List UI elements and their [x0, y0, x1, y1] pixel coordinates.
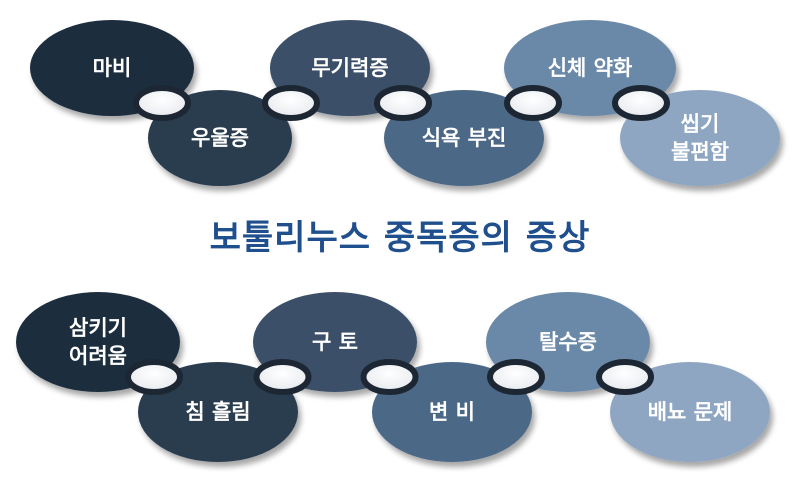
symptom-node-2-6	[610, 362, 770, 462]
connector-ring	[133, 85, 191, 121]
symptom-label: 변 비	[429, 400, 475, 424]
symptom-label: 마비	[93, 56, 132, 80]
symptom-label: 무기력증	[311, 56, 388, 80]
connector-ring	[360, 359, 419, 395]
connector-ring	[596, 359, 654, 395]
connector-ring	[125, 359, 183, 395]
diagram-title: 보툴리누스 중독증의 증상	[209, 218, 591, 258]
symptom-label: 탈수증	[539, 330, 597, 354]
connector-ring	[262, 85, 320, 121]
symptom-label: 침 흘림	[185, 400, 250, 424]
symptom-label: 배뇨 문제	[648, 400, 733, 424]
symptom-label: 식욕 부진	[422, 126, 507, 150]
connector-ring	[487, 359, 545, 395]
symptom-label: 우울증	[191, 126, 249, 150]
connector-ring	[504, 85, 562, 121]
connector-ring	[374, 85, 432, 121]
symptom-label: 구 토	[312, 330, 358, 354]
connector-ring	[612, 85, 670, 121]
symptom-label: 신체 약화	[548, 56, 633, 80]
connector-ring	[253, 359, 312, 395]
